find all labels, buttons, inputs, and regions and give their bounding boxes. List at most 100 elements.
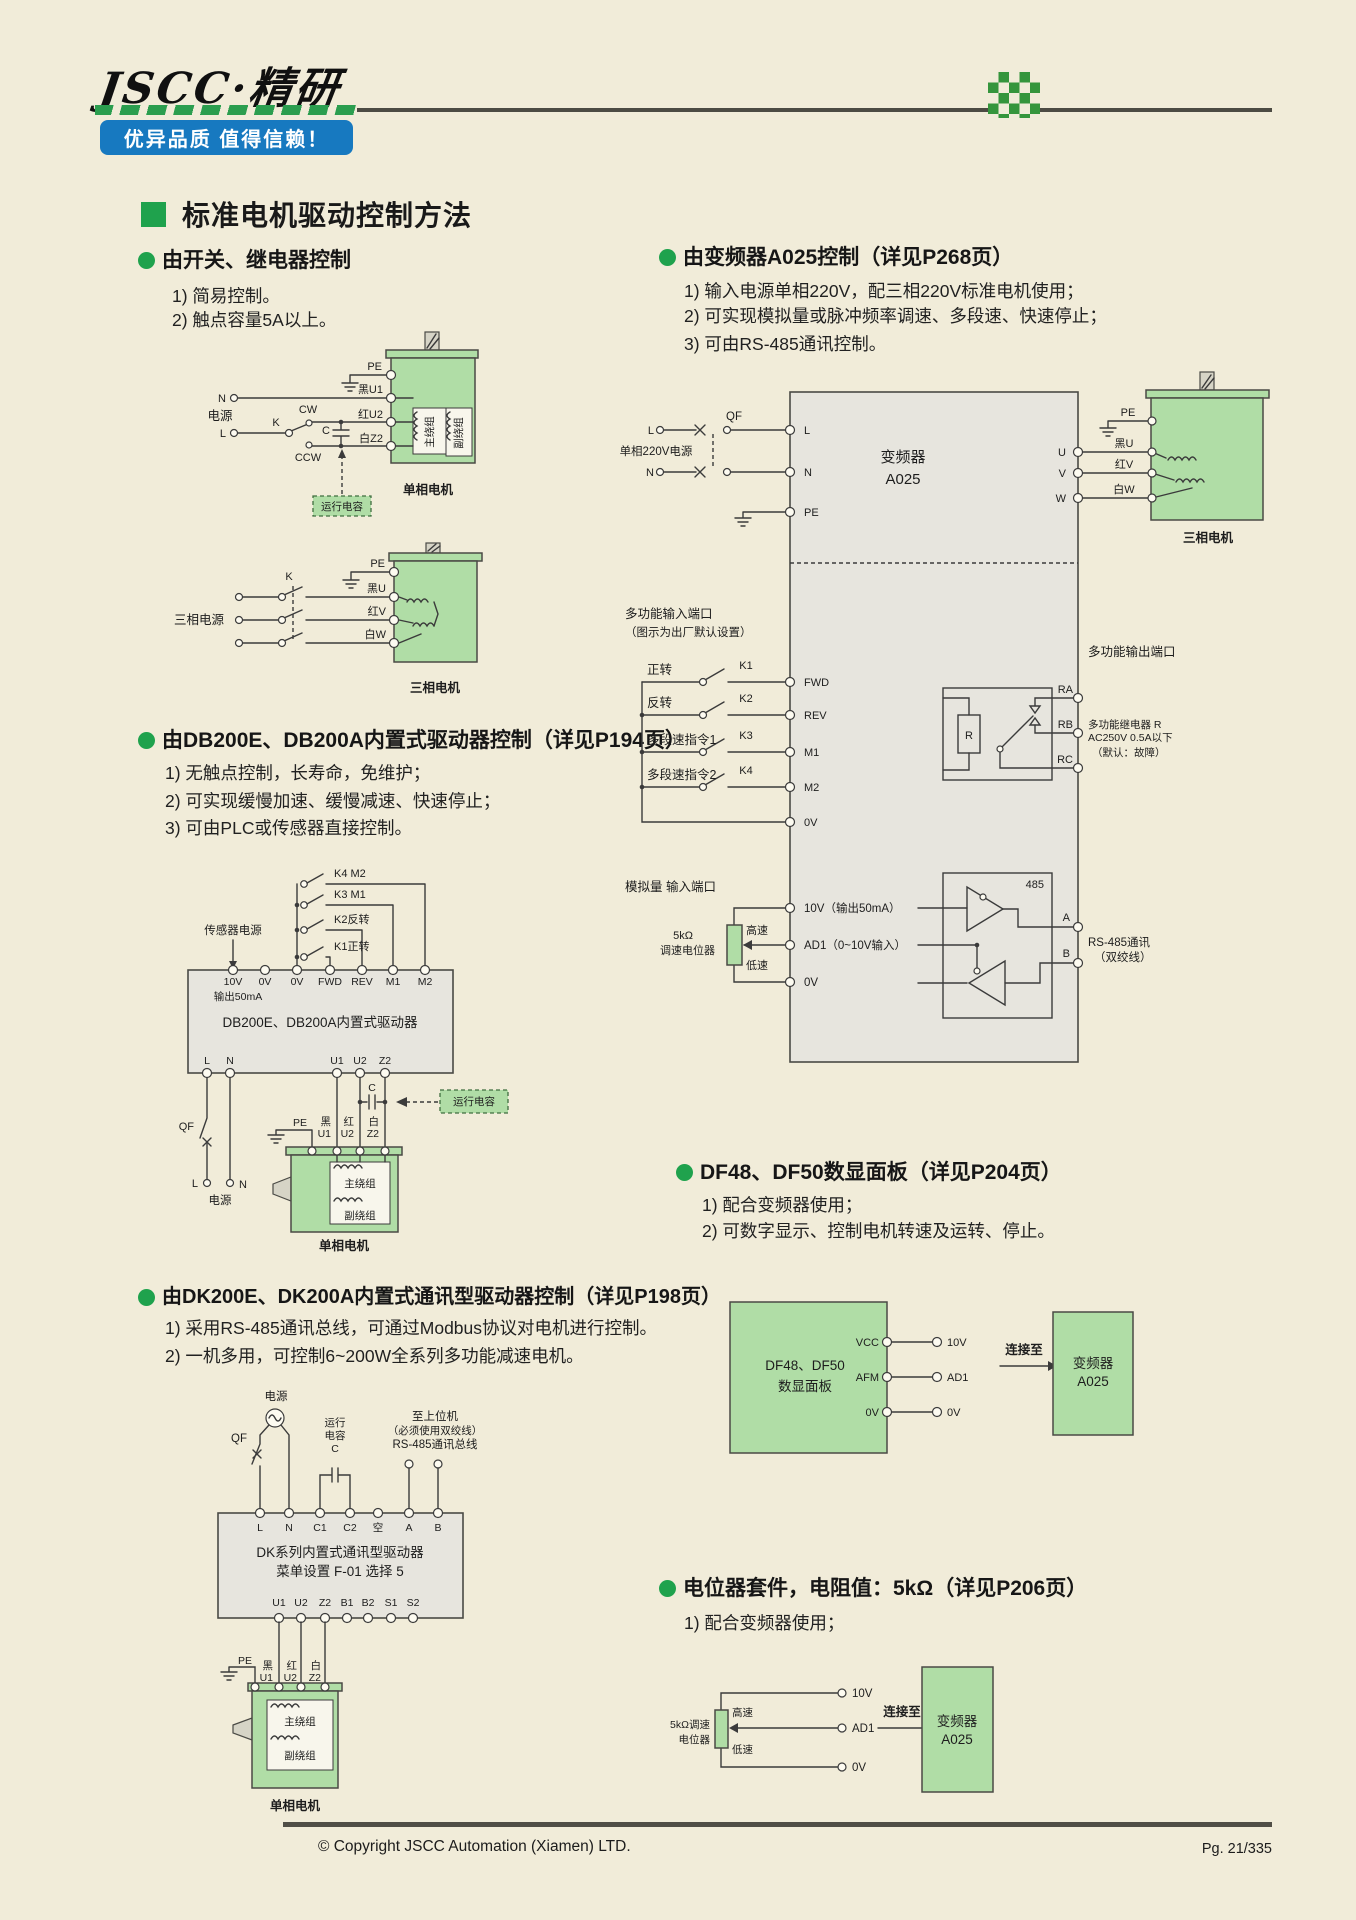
terminal-b: B (434, 1522, 441, 1534)
label-low-speed: 低速 (746, 959, 768, 972)
cap-wiring (336, 1077, 440, 1148)
footer-rule (283, 1822, 1272, 1827)
section-dk200: 由DK200E、DK200A内置式通讯型驱动器控制（详见P198页） (138, 1285, 721, 1310)
terminal-z2: Z2 (379, 1055, 391, 1067)
terminal-l: L (804, 425, 810, 437)
label-qf: QF (726, 411, 742, 423)
terminal-ad1: AD1 (947, 1372, 968, 1384)
bullet-icon (138, 732, 155, 749)
label-red-u2: 红U2 (358, 408, 383, 421)
label-motor: 单相电机 (403, 482, 454, 497)
relay-output (942, 687, 1084, 781)
diagram-inverter-a025: L N QF 单相220V电源 L N PE 变频器 A025 U V W PE… (620, 371, 1270, 1063)
terminal-u1: U1 (272, 1597, 286, 1609)
section-inverter-a025: 由变频器A025控制（详见P268页） (659, 245, 1013, 270)
terminal-vcc: VCC (856, 1337, 879, 1349)
label-aux-winding: 副绕组 (452, 417, 465, 449)
section-title: 由DK200E、DK200A内置式通讯型驱动器控制（详见P198页） (162, 1286, 722, 1308)
label-white-w: 白W (365, 627, 387, 641)
terminal-b: B (1063, 948, 1070, 960)
label-aux-winding: 副绕组 (344, 1209, 376, 1222)
label-k: K (272, 417, 280, 429)
list-item: 2) 可数字显示、控制电机转速及运转、停止。 (702, 1221, 1055, 1241)
label-black: 黑 (263, 1660, 274, 1672)
label-qf: QF (231, 1433, 247, 1445)
rs485-block (917, 872, 1084, 1019)
terminal-ad1: AD1 (852, 1723, 874, 1735)
label-pot-value: 5kΩ (673, 930, 693, 942)
terminal-rc: RC (1057, 754, 1073, 766)
label-main-winding: 主绕组 (284, 1715, 316, 1728)
motor-three-phase (388, 542, 483, 663)
checker-decoration-icon (988, 72, 1040, 118)
label-rs485-bus: RS-485通讯总线 (393, 1437, 478, 1451)
label-motor: 三相电机 (410, 680, 461, 695)
label-red: 红 (287, 1659, 298, 1672)
label-k3: K3 M1 (334, 889, 366, 901)
terminal-v: V (1059, 468, 1067, 480)
terminal-l: L (204, 1055, 210, 1067)
title-square-icon (141, 201, 166, 227)
label-m2: 多段速指令2 (647, 767, 717, 782)
diagram-switch-three-phase: PE 黑U 红V 白W K 三相电源 三相电机 (174, 542, 483, 695)
input-ports-subtitle: （图示为出厂默认设置） (625, 625, 752, 639)
list-item: 2) 触点容量5A以上。 (172, 310, 337, 330)
label-pe: PE (370, 558, 385, 570)
terminal-0v: 0V (291, 976, 304, 988)
supply-wiring (199, 1077, 235, 1188)
label-pe: PE (1121, 407, 1136, 419)
terminal-a: A (405, 1522, 412, 1534)
list-item: 2) 可实现缓慢加速、缓慢减速、快速停止； (165, 791, 501, 811)
inverter-model: A025 (941, 1732, 973, 1747)
supply-wiring (251, 1408, 290, 1514)
label-main-winding: 主绕组 (423, 416, 436, 448)
label-mains: 单相220V电源 (620, 444, 693, 458)
label-qf: QF (179, 1121, 195, 1133)
inverter-box (1052, 1311, 1134, 1436)
terminal-rb: RB (1058, 719, 1073, 731)
df-panel-box (729, 1301, 888, 1454)
list-item: 3) 可由RS-485通讯控制。 (684, 334, 887, 354)
terminal-0v: 0V (866, 1407, 880, 1419)
label-black: 黑 (321, 1116, 332, 1128)
page-title: 标准电机驱动控制方法 (141, 194, 472, 234)
label-power: 三相电源 (174, 613, 225, 627)
label-power: 电源 (207, 409, 233, 423)
label-red: 红 (344, 1115, 355, 1128)
section-db200: 由DB200E、DB200A内置式驱动器控制（详见P194页） (138, 728, 686, 753)
list-item: 1) 配合变频器使用； (702, 1195, 863, 1215)
bullet-icon (659, 249, 676, 266)
label-sensor-power: 传感器电源 (204, 923, 262, 937)
label-k4: K4 M2 (334, 868, 366, 880)
df-panel-type: 数显面板 (778, 1379, 832, 1394)
multifunction-inputs (639, 668, 796, 828)
terminal-afm: AFM (856, 1372, 879, 1384)
label-twisted-pair-note: （必须使用双绞线） (388, 1424, 483, 1437)
label-run-capacitor: 运行电容 (321, 500, 363, 513)
df-panel-name: DF48、DF50 (765, 1358, 845, 1373)
terminal-u: U (1058, 447, 1066, 459)
label-cw: CW (299, 404, 318, 416)
list-item: 2) 一机多用，可控制6~200W全系列多功能减速电机。 (165, 1346, 584, 1366)
wiring (234, 566, 400, 649)
label-main-winding: 主绕组 (344, 1177, 376, 1190)
terminal-0v: 0V (804, 817, 818, 829)
terminal-n: N (285, 1522, 293, 1534)
terminal-0v: 0V (947, 1407, 961, 1419)
terminal-l: L (257, 1522, 263, 1534)
label-rs485: RS-485通讯 (1088, 936, 1150, 949)
label-z2: Z2 (309, 1672, 321, 1684)
input-switches (294, 873, 426, 971)
label-connect-to: 连接至 (1005, 1342, 1043, 1357)
label-pot-value: 5kΩ调速 (670, 1719, 710, 1731)
terminal-rev: REV (351, 976, 373, 988)
section-switch-relay: 由开关、继电器控制 (138, 248, 351, 273)
label-c: C (331, 1443, 339, 1455)
terminal-fwd: FWD (318, 976, 342, 988)
label-motor: 单相电机 (270, 1798, 321, 1813)
terminal-n: N (226, 1055, 234, 1067)
terminal-rev: REV (804, 710, 827, 722)
terminal-0v: 0V (852, 1762, 866, 1774)
label-red-v: 红V (368, 605, 387, 618)
copyright-text: © Copyright JSCC Automation (Xiamen) LTD… (318, 1838, 631, 1855)
